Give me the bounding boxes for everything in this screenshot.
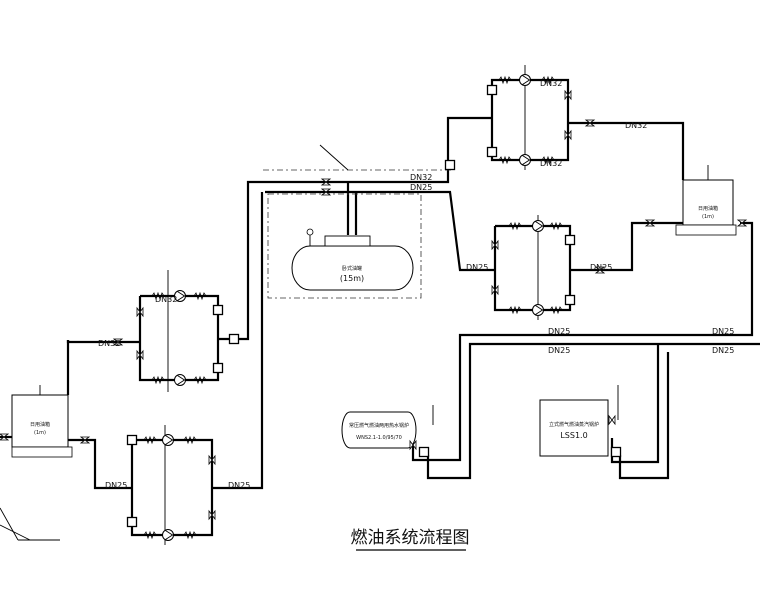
- filter-8: [444, 159, 456, 171]
- pipe-label-dn25-7: DN25: [712, 346, 734, 355]
- boiler-right-name: 立式燃气燃油蒸汽锅炉: [549, 421, 599, 428]
- filter-1: [212, 304, 224, 316]
- pump-7: [532, 220, 544, 232]
- pipe-label-dn32-3: DN32: [410, 173, 432, 182]
- filter-7: [486, 146, 498, 158]
- pipe-label-dn32-4: DN32: [540, 79, 562, 88]
- pump-8: [532, 304, 544, 316]
- filter-11: [418, 446, 430, 458]
- boiler-left-model: WNS2.1-1.0/95/70: [356, 435, 402, 441]
- filter-2: [212, 362, 224, 374]
- pipe-label-dn32-6: DN32: [625, 121, 647, 130]
- day-tank-left-volume: (1m): [34, 430, 46, 436]
- pipe-label-dn25-1: DN25: [410, 183, 432, 192]
- pipe-label-dn25-5: DN25: [548, 346, 570, 355]
- title-text: 燃油系统流程图: [351, 528, 470, 548]
- boiler-right-model: LSS1.0: [560, 431, 587, 440]
- pipe-size-labels: DN32 DN32 DN32 DN32 DN32 DN32 DN25 DN25 …: [98, 79, 734, 490]
- boiler-left-name: 常压燃气燃油两用热水锅炉: [349, 422, 409, 429]
- filter-4: [126, 434, 138, 446]
- filters: [126, 84, 622, 528]
- pipe-label-dn25-9: DN25: [228, 481, 250, 490]
- boiler-left: 常压燃气燃油两用热水锅炉 WNS2.1-1.0/95/70: [341, 411, 417, 449]
- filter-12: [610, 446, 622, 458]
- day-tank-left-name: 日用油箱: [30, 421, 50, 428]
- pump-2: [174, 374, 186, 386]
- pump-3: [162, 434, 174, 446]
- diagram-title: 燃油系统流程图: [351, 528, 470, 551]
- pipe-label-dn25-8: DN25: [105, 481, 127, 490]
- pump-6: [519, 154, 531, 166]
- filter-10: [564, 294, 576, 306]
- filter-5: [126, 516, 138, 528]
- day-tank-right-volume: (1m): [702, 214, 714, 220]
- pipe-label-dn25-6: DN25: [712, 327, 734, 336]
- underground-oil-tank: 卧式油罐 (15m): [291, 228, 414, 291]
- day-tank-right: 日用油箱 (1m): [675, 165, 737, 236]
- tank-pit-boundary: [267, 193, 422, 299]
- auxiliary-lines: [0, 65, 619, 545]
- boiler-right: 立式燃气燃油蒸汽锅炉 LSS1.0: [539, 399, 609, 457]
- underground-tank-volume: (15m): [340, 274, 364, 283]
- pipe-label-dn32-2: DN32: [155, 295, 177, 304]
- pipe-label-dn32-5: DN32: [540, 159, 562, 168]
- pipe-label-dn32-1: DN32: [98, 339, 120, 348]
- pipe-label-dn25-4: DN25: [548, 327, 570, 336]
- day-tank-left: 日用油箱 (1m): [11, 385, 73, 458]
- filter-9: [564, 234, 576, 246]
- underground-tank-name: 卧式油罐: [342, 265, 362, 272]
- pump-4: [162, 529, 174, 541]
- pipe-label-dn25-2: DN25: [466, 263, 488, 272]
- filter-3: [228, 333, 240, 345]
- day-tank-right-name: 日用油箱: [698, 205, 718, 212]
- main-pipe-network: [0, 78, 760, 537]
- pipe-label-dn25-3: DN25: [590, 263, 612, 272]
- valves: [0, 90, 747, 520]
- pump-5: [519, 74, 531, 86]
- filter-6: [486, 84, 498, 96]
- flex-joints: [143, 76, 563, 539]
